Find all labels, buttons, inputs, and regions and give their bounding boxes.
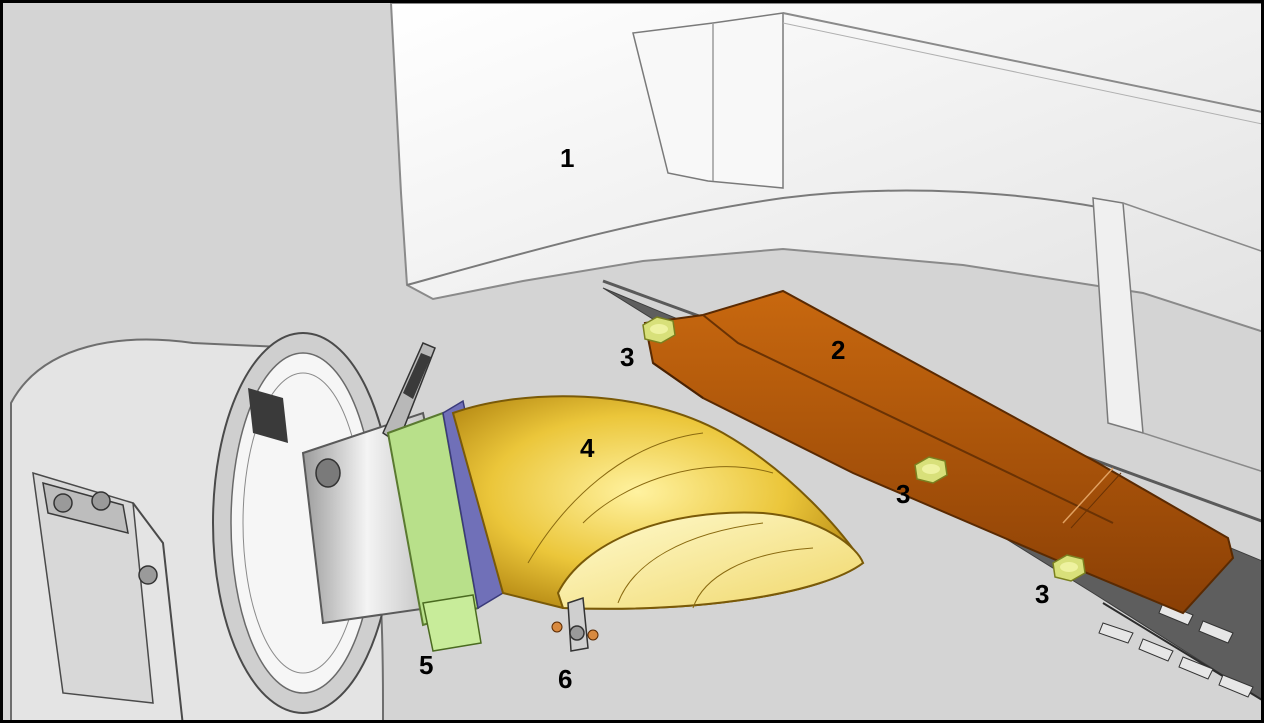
intake-duct xyxy=(451,395,865,610)
callout-5: 5 xyxy=(419,650,434,680)
compressor-housing xyxy=(10,332,394,720)
mounting-stud xyxy=(551,596,599,652)
callout-3c: 3 xyxy=(1035,579,1050,609)
bracket xyxy=(643,289,1235,615)
nut-3c xyxy=(1052,554,1086,582)
callout-1: 1 xyxy=(560,143,575,173)
nut-3a xyxy=(642,316,676,344)
callout-6: 6 xyxy=(558,664,573,694)
vent-slots xyxy=(1098,602,1254,698)
nut-3b xyxy=(914,456,948,484)
clamp-band xyxy=(386,399,504,652)
callout-3b: 3 xyxy=(896,479,911,509)
assembly-illustration xyxy=(10,3,1261,720)
callout-4: 4 xyxy=(580,433,595,463)
callout-3a: 3 xyxy=(620,342,635,372)
callout-2: 2 xyxy=(831,335,846,365)
